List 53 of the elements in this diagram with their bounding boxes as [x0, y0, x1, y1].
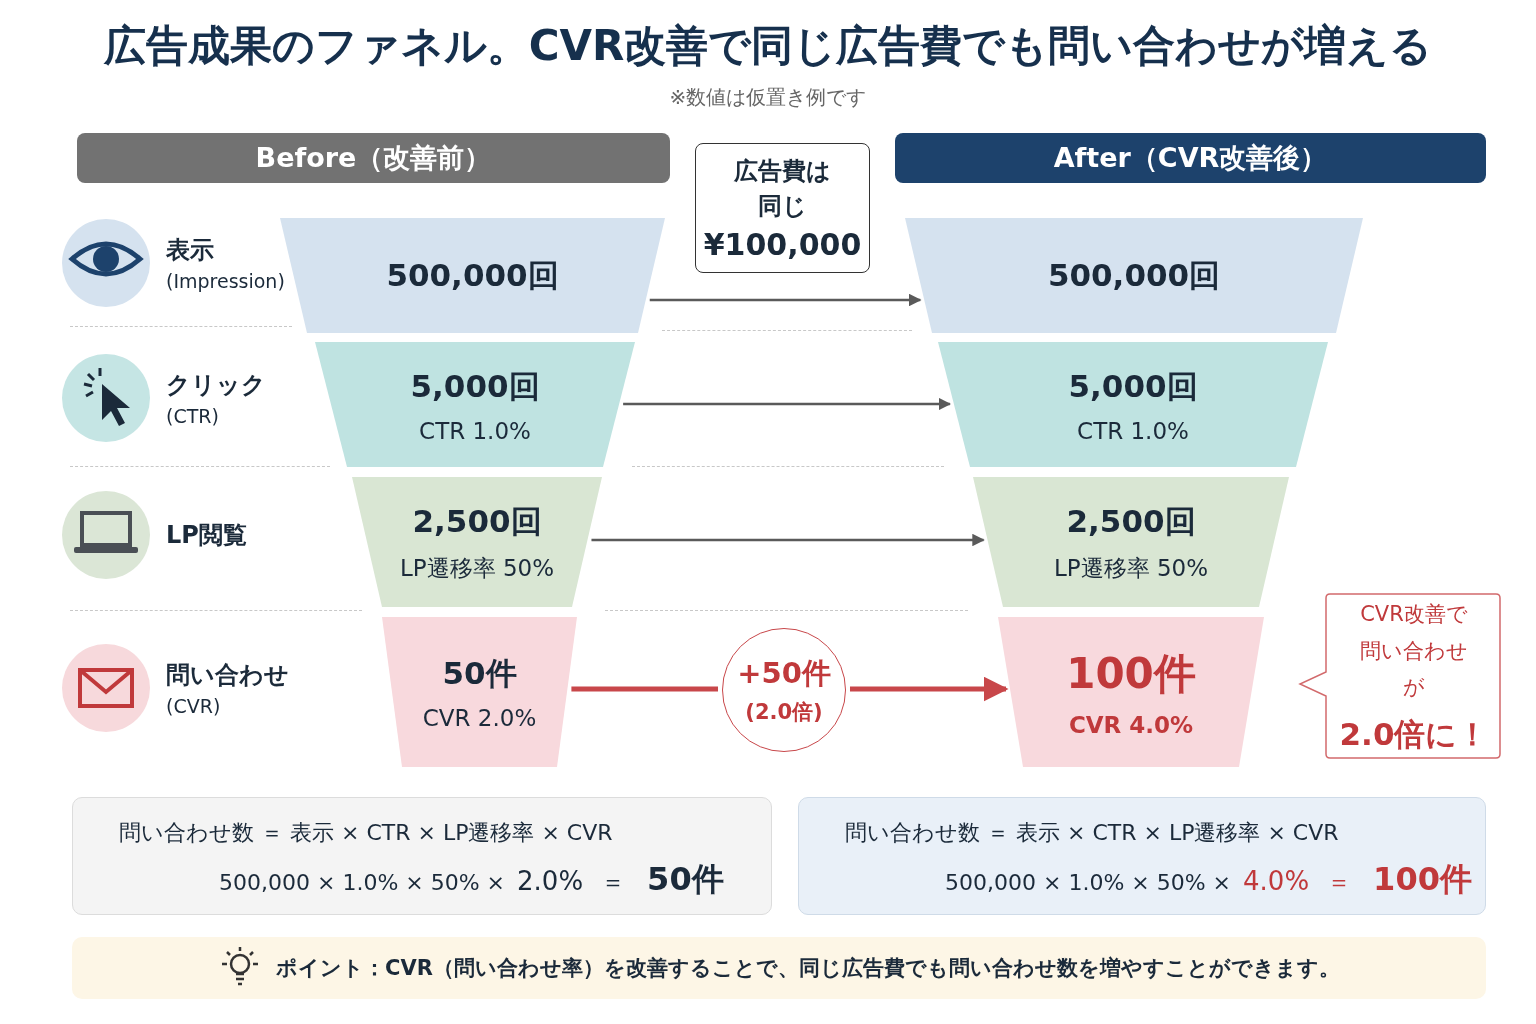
rate-text: CTR 1.0% [419, 417, 531, 444]
rate-text: CVR 4.0% [1068, 712, 1194, 738]
rate-text: CVR 2.0% [422, 705, 537, 731]
arrow [850, 676, 1009, 702]
tip-banner [72, 937, 1486, 999]
stage-name: 問い合わせ [166, 659, 289, 691]
ratio-text: (2.0倍) [745, 699, 823, 726]
equals-sign: ＝ [1327, 867, 1352, 898]
count-text: 50件 [442, 654, 517, 693]
stage-name: 表示 [166, 234, 215, 266]
section-header [895, 133, 1486, 183]
title-text: 広告成果のファネル。CVR改善で同じ広告費でも問い合わせが増える [103, 20, 1433, 72]
stage-name: LP閲覧 [166, 519, 247, 551]
rate-text: CTR 1.0% [1077, 417, 1189, 444]
formula-text: 問い合わせ数 ＝ 表示 × CTR × LP遷移率 × CVR [119, 819, 613, 847]
result-value: 100件 [1373, 859, 1472, 900]
callout-highlight: 2.0倍に！ [1339, 715, 1489, 755]
cost-amount: ¥100,000 [703, 227, 862, 263]
cost-label: 広告費は同じ [733, 155, 832, 222]
callout-text: CVR改善で問い合わせが [1359, 600, 1469, 702]
result-value: 50件 [647, 859, 724, 900]
connector-line [571, 686, 718, 692]
increase-text: +50件 [737, 655, 831, 692]
arrow [623, 397, 952, 411]
section-header [77, 133, 670, 183]
header-text: Before（改善前） [255, 141, 492, 175]
rate-text: LP遷移率 50% [399, 553, 555, 583]
equals-sign: ＝ [601, 867, 626, 898]
rate-value: 4.0% [1243, 866, 1310, 896]
count-text: 2,500回 [412, 501, 542, 541]
stage-subtitle: (CVR) [166, 694, 222, 717]
caption-text: ※数値は仮置き例です [669, 84, 867, 111]
stage-subtitle: (Impression) [166, 269, 285, 292]
count-text: 500,000回 [386, 255, 559, 295]
arrow [591, 533, 985, 547]
formula-text: 問い合わせ数 ＝ 表示 × CTR × LP遷移率 × CVR [845, 819, 1339, 847]
stage-subtitle: (CTR) [166, 404, 220, 427]
count-text: 5,000回 [1068, 366, 1198, 406]
calculation-text: 500,000 × 1.0% × 50% × [945, 870, 1232, 895]
arrow [649, 293, 922, 307]
header-text: After（CVR改善後） [1053, 141, 1328, 175]
count-text: 2,500回 [1066, 501, 1196, 541]
rate-text: LP遷移率 50% [1053, 553, 1209, 583]
count-text: 100件 [1066, 648, 1196, 700]
tip-text: ポイント：CVR（問い合わせ率）を改善することで、同じ広告費でも問い合わせ数を増やすことができます。 [276, 955, 1340, 982]
formula-panel [72, 797, 772, 915]
calculation-text: 500,000 × 1.0% × 50% × [219, 870, 506, 895]
cost-box [695, 143, 870, 273]
stage-name: クリック [166, 369, 266, 401]
count-text: 5,000回 [410, 366, 540, 406]
rate-value: 2.0% [517, 866, 584, 896]
count-text: 500,000回 [1047, 255, 1221, 295]
formula-panel [798, 797, 1486, 915]
